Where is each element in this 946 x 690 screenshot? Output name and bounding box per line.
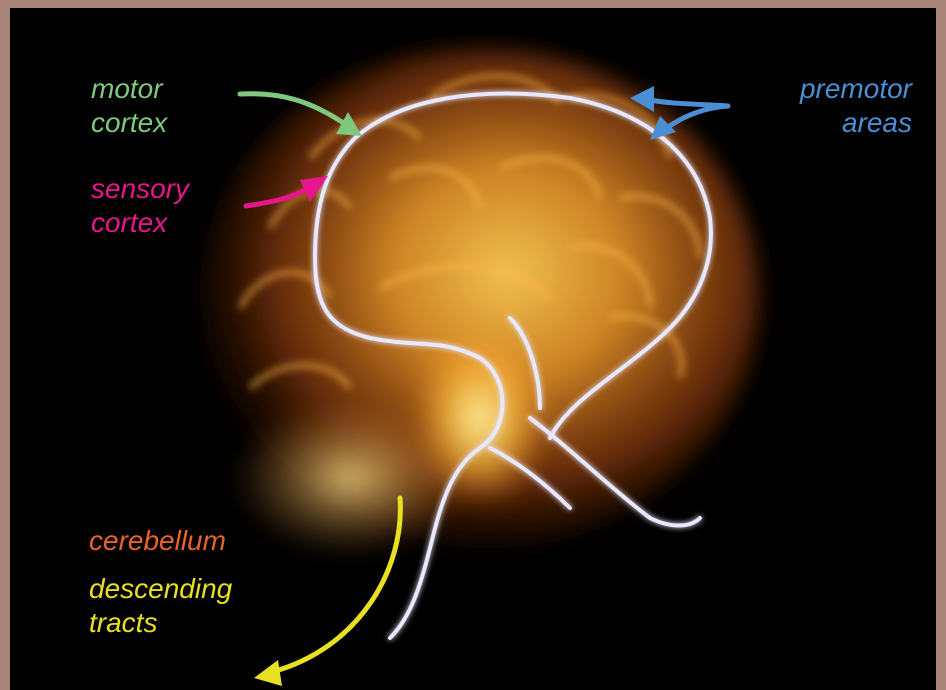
descending-arrowhead bbox=[254, 660, 282, 686]
motor-line-1: motor bbox=[91, 72, 167, 106]
premotor-areas-label: premotor areas bbox=[800, 72, 912, 140]
motor-cortex-label: motor cortex bbox=[91, 72, 167, 140]
premotor-line-1: premotor bbox=[800, 72, 912, 106]
brain-illustration-panel: motor cortex sensory cortex premotor are… bbox=[10, 8, 936, 690]
sensory-line-2: cortex bbox=[91, 206, 189, 240]
premotor-line-2: areas bbox=[800, 106, 912, 140]
descending-tracts-label: descending tracts bbox=[89, 572, 232, 640]
descending-line-2: tracts bbox=[89, 606, 232, 640]
motor-line-2: cortex bbox=[91, 106, 167, 140]
descending-line-1: descending bbox=[89, 572, 232, 606]
sensory-line-1: sensory bbox=[91, 172, 189, 206]
sensory-cortex-label: sensory cortex bbox=[91, 172, 189, 240]
cerebellum-label: cerebellum bbox=[89, 524, 226, 558]
